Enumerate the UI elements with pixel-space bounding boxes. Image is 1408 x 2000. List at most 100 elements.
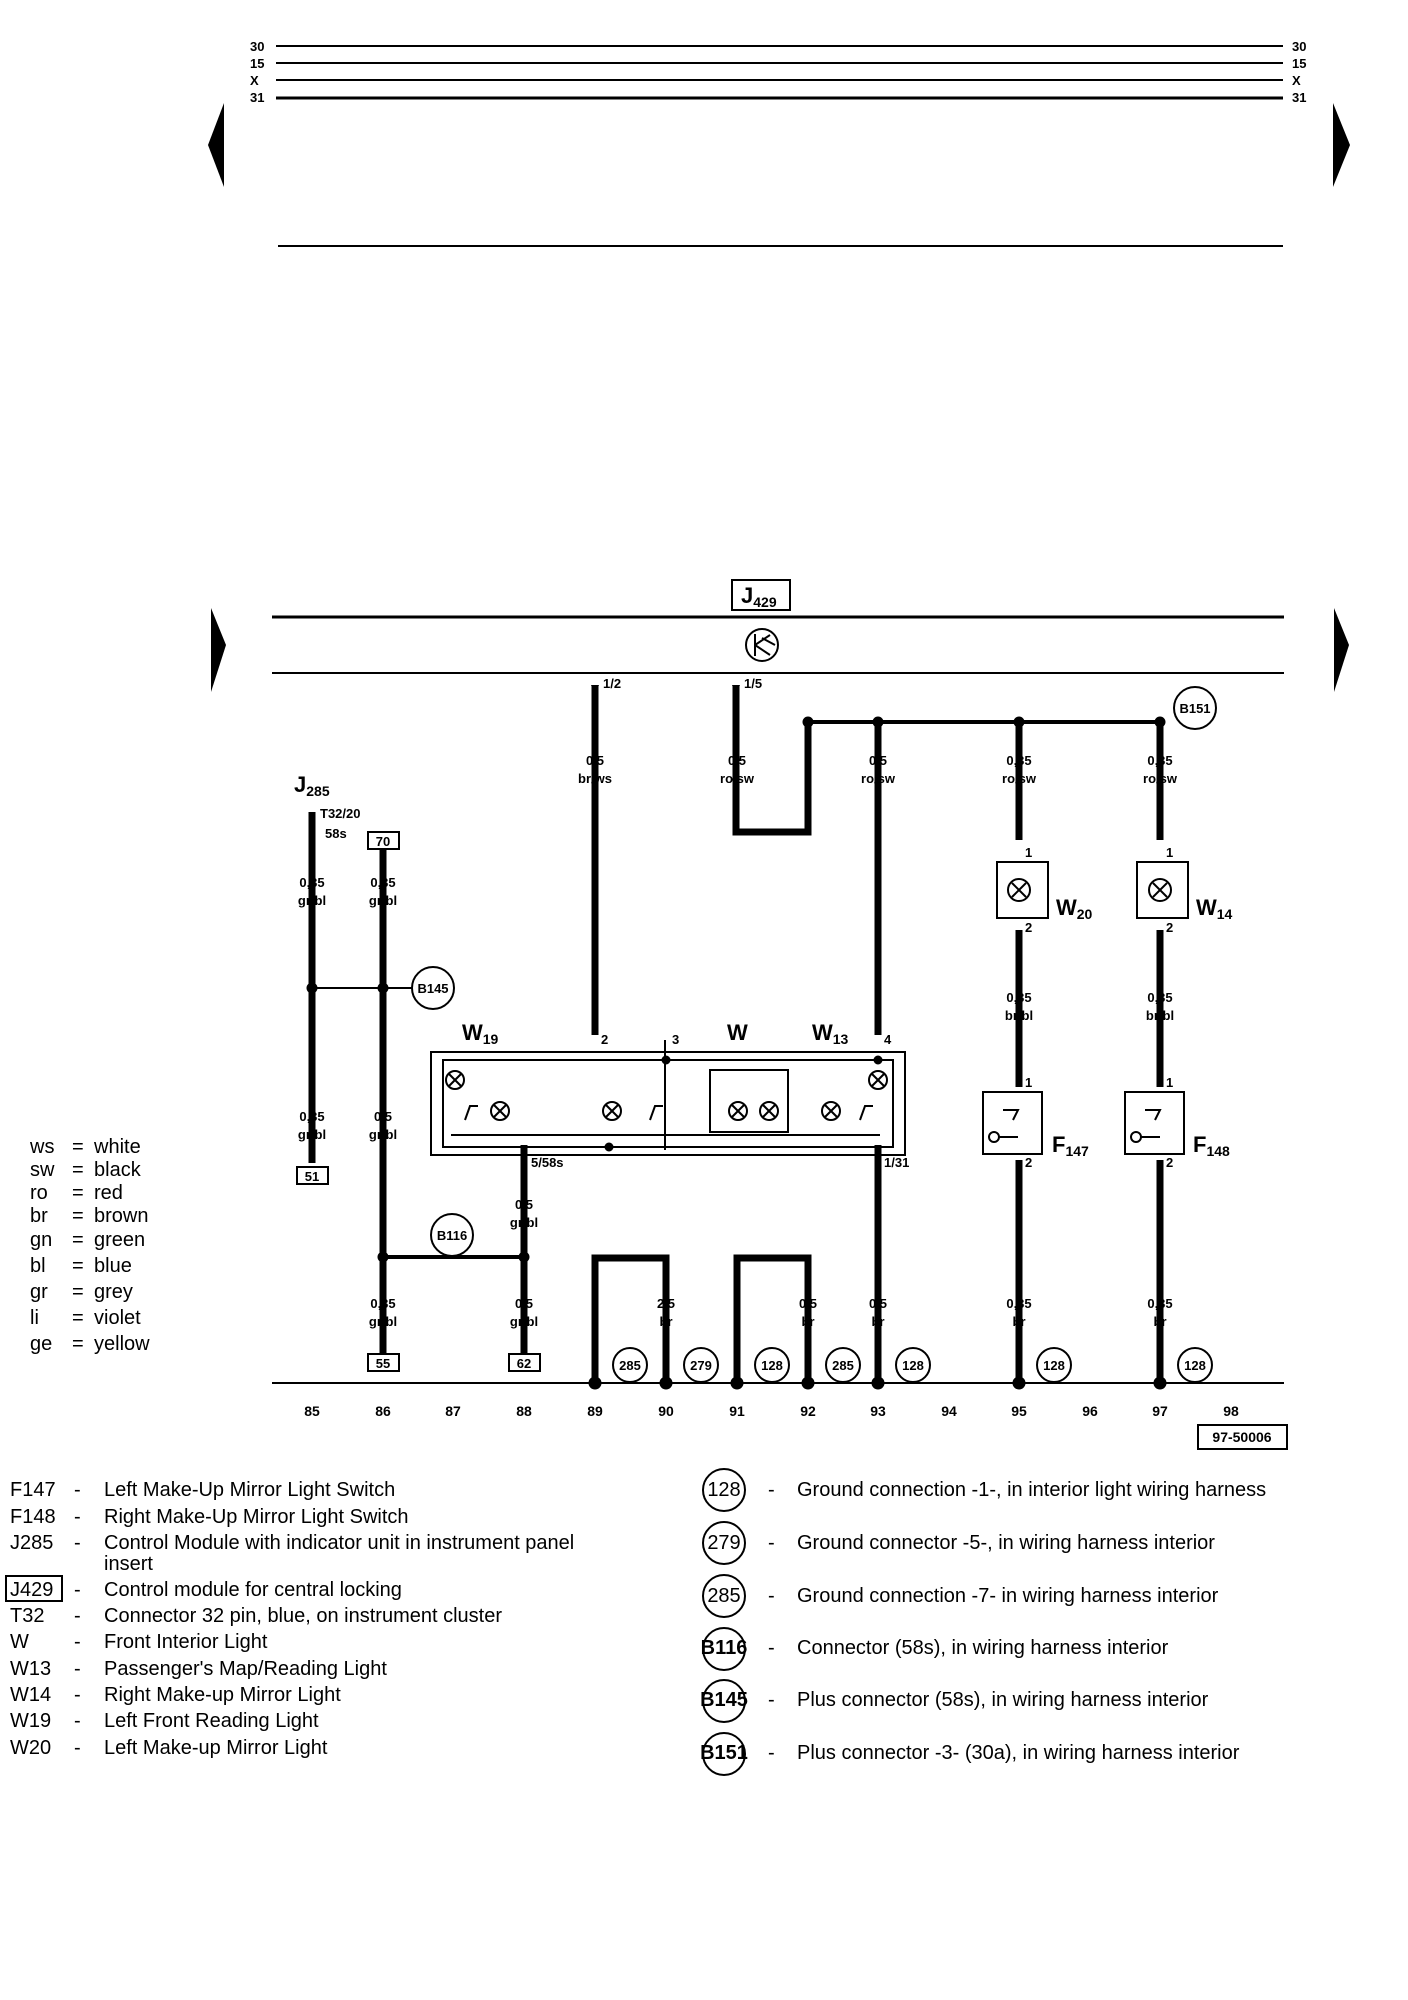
pin-w-131: 1/31 xyxy=(884,1155,909,1170)
pin-f147-1: 1 xyxy=(1025,1075,1032,1090)
legend-desc: Ground connection -1-, in interior light… xyxy=(797,1479,1266,1501)
color-key-code: ws xyxy=(29,1136,54,1158)
terminal-62: 62 xyxy=(517,1356,531,1371)
rail-label-31-left: 31 xyxy=(250,90,264,105)
legend-code: F147 xyxy=(10,1479,56,1501)
ground-128-label: 128 xyxy=(902,1358,924,1373)
wires xyxy=(272,685,1284,1390)
legend-code: W14 xyxy=(10,1684,51,1706)
f148-label: F148 xyxy=(1193,1132,1230,1159)
j429-label: J429 xyxy=(741,583,777,610)
rail-label-30-right: 30 xyxy=(1292,39,1306,54)
column-number: 96 xyxy=(1082,1403,1098,1419)
legend-desc: Right Make-Up Mirror Light Switch xyxy=(104,1506,409,1528)
legend-dash: - xyxy=(768,1532,775,1554)
door-contact-switch-icons xyxy=(464,1040,873,1150)
column-number: 89 xyxy=(587,1403,603,1419)
legend-dash: - xyxy=(74,1532,81,1554)
wire-size: 0,35 xyxy=(1147,990,1172,1005)
wire-color: br/bl xyxy=(1005,1008,1033,1023)
figure-code: 97-50006 xyxy=(1212,1429,1271,1445)
pin-w-4: 4 xyxy=(884,1032,892,1047)
w19-label: W19 xyxy=(462,1020,499,1047)
legend-desc-cont: insert xyxy=(104,1553,153,1575)
rail-labels-left: 30 15 X 31 xyxy=(250,39,264,105)
rail-label-30-left: 30 xyxy=(250,39,264,54)
legend-dash: - xyxy=(74,1737,81,1759)
ground-285-label: 285 xyxy=(619,1358,641,1373)
wire-size: 2,5 xyxy=(657,1296,675,1311)
column-number: 92 xyxy=(800,1403,816,1419)
legend-dash: - xyxy=(768,1689,775,1711)
legend-j429-box xyxy=(5,1575,63,1602)
color-key-equals: = xyxy=(72,1159,84,1181)
column-numbers: 85 86 87 88 89 90 91 92 93 94 95 96 97 9… xyxy=(304,1403,1239,1419)
color-key-name: black xyxy=(94,1159,142,1181)
rail-label-x-right: X xyxy=(1292,73,1301,88)
pin-w-558s: 5/58s xyxy=(531,1155,564,1170)
legend-code: W xyxy=(10,1631,29,1653)
j285-pin-label: T32/20 xyxy=(320,806,360,821)
b151-label: B151 xyxy=(1179,701,1210,716)
legend-desc: Connector (58s), in wiring harness inter… xyxy=(797,1637,1169,1659)
wire-size: 0,5 xyxy=(374,1109,392,1124)
ground-128-label: 128 xyxy=(1184,1358,1206,1373)
legend-desc: Connector 32 pin, blue, on instrument cl… xyxy=(104,1605,502,1627)
w13-label: W13 xyxy=(812,1020,849,1047)
legend-code: J429 xyxy=(10,1579,53,1601)
color-key-code: ro xyxy=(30,1182,48,1204)
wire-size: 0,35 xyxy=(370,1296,395,1311)
wire-color: br xyxy=(1013,1314,1026,1329)
j285-pin-sub-label: 58s xyxy=(325,826,347,841)
page-forward-arrow-icon-2[interactable] xyxy=(1334,608,1349,692)
wire-size: 0,35 xyxy=(1006,990,1031,1005)
w14-lamp xyxy=(1136,861,1189,919)
legend-dash: - xyxy=(74,1605,81,1627)
b116-label: B116 xyxy=(437,1228,467,1243)
legend-desc: Left Make-Up Mirror Light Switch xyxy=(104,1479,395,1501)
wire-color: gr/bl xyxy=(369,893,397,908)
legend-code: J285 xyxy=(10,1532,53,1554)
column-number: 86 xyxy=(375,1403,391,1419)
legend-dash: - xyxy=(74,1684,81,1706)
w14-label: W14 xyxy=(1196,895,1233,922)
column-number: 85 xyxy=(304,1403,320,1419)
rail-label-15-right: 15 xyxy=(1292,56,1306,71)
column-number: 93 xyxy=(870,1403,886,1419)
ground-128-label: 128 xyxy=(1043,1358,1065,1373)
transistor-icon xyxy=(745,628,779,662)
rail-label-x-left: X xyxy=(250,73,259,88)
rail-label-15-left: 15 xyxy=(250,56,264,71)
page-back-arrow-icon[interactable] xyxy=(208,103,224,187)
wire-color: gr/bl xyxy=(369,1314,397,1329)
color-key-code: br xyxy=(30,1205,48,1227)
color-key: ws = white sw = black ro = red br = brow… xyxy=(29,1136,150,1355)
wire-color: ro/sw xyxy=(1143,771,1178,786)
column-number: 94 xyxy=(941,1403,957,1419)
column-number: 95 xyxy=(1011,1403,1027,1419)
wire-size: 0,35 xyxy=(299,1109,324,1124)
legend-symbol: 285 xyxy=(707,1585,740,1607)
color-key-code: gr xyxy=(30,1281,48,1303)
color-key-name: yellow xyxy=(94,1333,150,1355)
wire-color: ro/sw xyxy=(1002,771,1037,786)
w20-label: W20 xyxy=(1056,895,1093,922)
pin-j429-15: 1/5 xyxy=(744,676,762,691)
color-key-name: grey xyxy=(94,1281,133,1303)
wire-color: ro/sw xyxy=(720,771,755,786)
connection-legend: 128 - Ground connection -1-, in interior… xyxy=(700,1468,1266,1776)
page-back-arrow-icon-2[interactable] xyxy=(211,608,226,692)
f147-switch xyxy=(982,1091,1043,1155)
terminal-70: 70 xyxy=(376,834,390,849)
page-forward-arrow-icon[interactable] xyxy=(1333,103,1350,187)
f147-label: F147 xyxy=(1052,1132,1089,1159)
j429-module: J429 xyxy=(211,579,1349,692)
color-key-equals: = xyxy=(72,1255,84,1277)
legend-dash: - xyxy=(768,1637,775,1659)
pin-labels: 1/2 1/5 2 3 4 5/58s 1/31 1 2 1 2 1 2 1 2 xyxy=(531,676,1173,1170)
wire-color: br xyxy=(872,1314,885,1329)
terminal-51: 51 xyxy=(305,1169,319,1184)
connection-circle-labels: B145 B151 B116 285 279 128 285 128 128 1… xyxy=(417,701,1210,1373)
b145-label: B145 xyxy=(417,981,448,996)
